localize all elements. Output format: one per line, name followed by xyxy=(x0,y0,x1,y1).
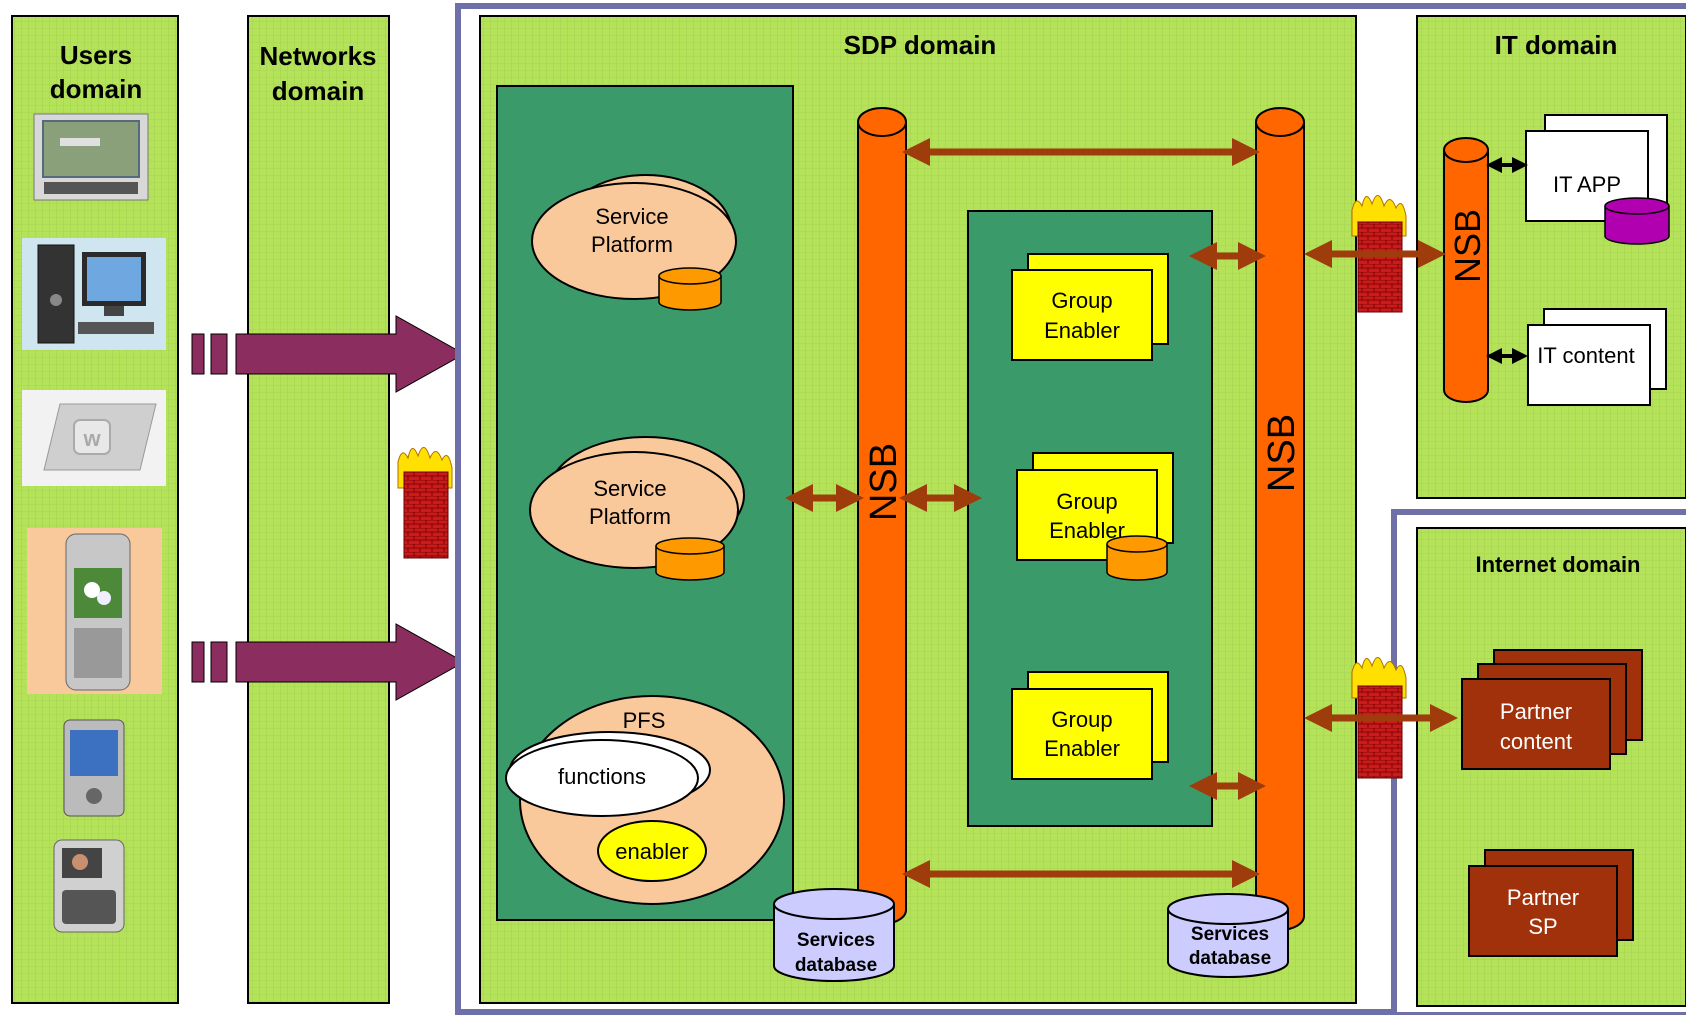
partner-content-line1: Partner xyxy=(1500,699,1572,724)
access-arrow-upper xyxy=(191,315,466,393)
service-platform-1-label-line2: Platform xyxy=(591,232,673,257)
firewall-icon xyxy=(397,447,453,559)
nsb-left: NSB xyxy=(857,107,907,925)
smartphone-icon xyxy=(27,528,162,694)
users-domain-title-line2: domain xyxy=(50,74,142,104)
networks-domain: Networks domain xyxy=(247,15,390,1004)
group-enabler-2: Group Enabler xyxy=(1016,452,1174,581)
access-arrow-lower xyxy=(191,623,466,701)
it-content-label: IT content xyxy=(1537,343,1634,368)
it-domain-title: IT domain xyxy=(1495,30,1618,60)
group-enabler-1-line2: Enabler xyxy=(1044,318,1120,343)
pfs-title: PFS xyxy=(623,708,666,733)
router-icon: w xyxy=(22,390,166,486)
it-small-arrows xyxy=(1486,157,1528,364)
users-domain: Users domain w xyxy=(11,15,179,1004)
firewall-internet-icon xyxy=(1351,657,1407,779)
nsb-right: NSB xyxy=(1255,107,1305,931)
services-db-left-line1: Services xyxy=(797,930,875,951)
networks-domain-title-line2: domain xyxy=(272,76,364,106)
service-platform-1: Service Platform xyxy=(531,174,737,311)
group-enabler-3: Group Enabler xyxy=(1011,671,1169,780)
service-platform-2-label-line1: Service xyxy=(593,476,666,501)
pfs-enabler-label: enabler xyxy=(615,839,688,864)
partner-content: Partner content xyxy=(1461,649,1643,770)
it-app-label: IT APP xyxy=(1553,172,1621,197)
service-platform-2-db-icon xyxy=(655,537,725,581)
videophone-icon xyxy=(53,839,125,933)
desktop-pc-icon xyxy=(22,238,166,350)
pfs-functions-label: functions xyxy=(558,764,646,789)
nsb-right-label: NSB xyxy=(1261,414,1303,492)
group-enabler-1: Group Enabler xyxy=(1011,253,1169,361)
internet-domain-title: Internet domain xyxy=(1475,552,1640,577)
partner-sp-line2: SP xyxy=(1528,914,1557,939)
pfs-block: PFS functions enabler xyxy=(505,695,785,905)
users-domain-title-line1: Users xyxy=(60,40,132,70)
service-platform-2-label-line2: Platform xyxy=(589,504,671,529)
partner-content-line2: content xyxy=(1500,729,1572,754)
sdp-domain-title: SDP domain xyxy=(844,30,997,60)
group-enabler-3-line2: Enabler xyxy=(1044,736,1120,761)
group-enabler-2-db-icon xyxy=(1106,535,1168,581)
networks-domain-title-line1: Networks xyxy=(259,41,376,71)
group-enabler-2-line1: Group xyxy=(1056,489,1117,514)
tv-icon xyxy=(33,113,149,201)
it-app-db-icon xyxy=(1604,197,1670,245)
pda-icon xyxy=(63,719,125,817)
services-db-right: Services database xyxy=(1167,893,1289,978)
services-db-right-line1: Services xyxy=(1191,924,1269,945)
it-app: IT APP xyxy=(1525,114,1670,245)
svg-text:w: w xyxy=(82,426,101,451)
it-nsb-label: NSB xyxy=(1447,209,1488,283)
services-db-left: Services database xyxy=(773,888,895,982)
services-db-left-line2: database xyxy=(795,955,877,976)
it-content: IT content xyxy=(1527,308,1667,406)
sdp-connector-arrows xyxy=(785,138,1266,888)
service-platform-1-db-icon xyxy=(658,267,722,311)
group-enabler-3-line1: Group xyxy=(1051,707,1112,732)
partner-sp-line1: Partner xyxy=(1507,885,1579,910)
service-platform-2: Service Platform xyxy=(529,436,745,581)
group-enabler-1-line1: Group xyxy=(1051,288,1112,313)
it-nsb: NSB xyxy=(1443,137,1489,403)
services-db-right-line2: database xyxy=(1189,948,1271,969)
nsb-left-label: NSB xyxy=(863,443,905,521)
partner-sp: Partner SP xyxy=(1468,849,1634,957)
service-platform-1-label-line1: Service xyxy=(595,204,668,229)
